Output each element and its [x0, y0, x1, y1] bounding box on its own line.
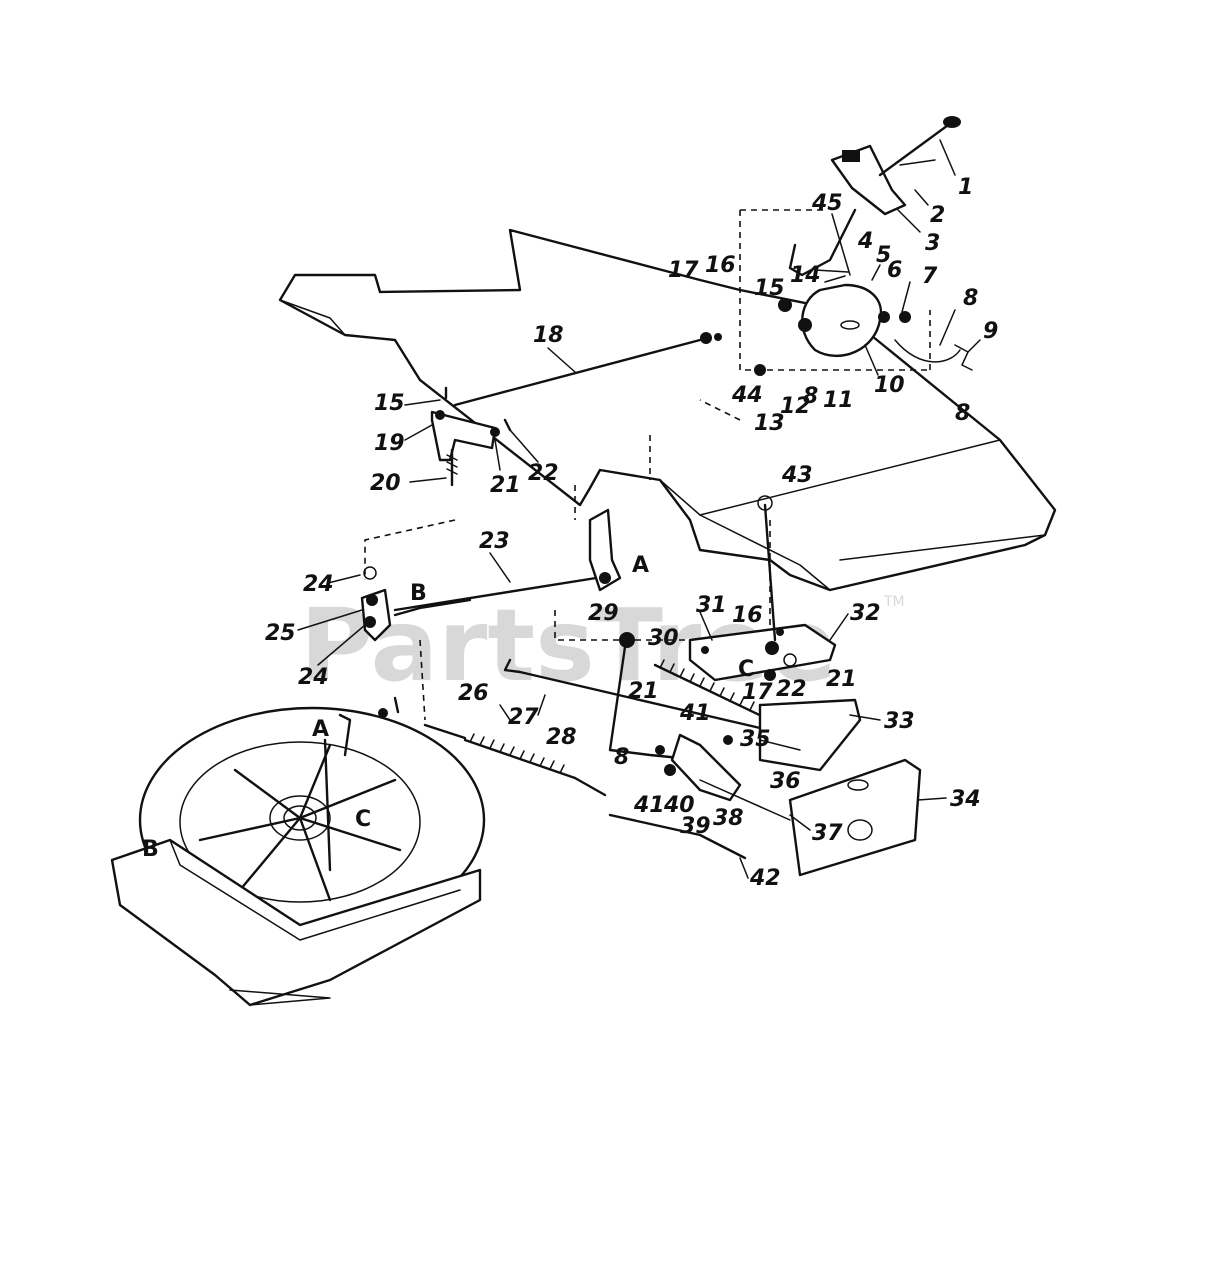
callout-8-mid: 8 [803, 384, 818, 409]
callout-3: 3 [925, 231, 940, 256]
callout-33: 33 [884, 709, 915, 734]
shift-assembly [754, 208, 973, 376]
rod-23 [360, 508, 622, 642]
callout-15-top: 15 [754, 276, 785, 301]
callout-28: 28 [546, 725, 577, 750]
callout-21-upper: 21 [490, 473, 521, 498]
callout-21-lower: 21 [628, 679, 659, 704]
callout-38: 38 [713, 806, 744, 831]
callout-10: 10 [874, 373, 905, 398]
callout-22-lower: 22 [776, 677, 807, 702]
callout-4: 4 [857, 229, 873, 254]
callout-26: 26 [458, 681, 489, 706]
callout-2: 2 [930, 203, 945, 228]
callout-17-top: 17 [668, 258, 699, 283]
letter-A-upper: A [632, 553, 649, 578]
callout-36: 36 [770, 769, 801, 794]
spring-30 [653, 659, 772, 722]
callout-41-upper: 41 [679, 701, 711, 726]
callout-11: 11 [823, 388, 854, 413]
rod-18 [453, 332, 722, 407]
callout-22-upper: 22 [528, 461, 559, 486]
callout-21-right: 21 [826, 667, 857, 692]
callout-45: 45 [811, 191, 843, 216]
callout-15-left: 15 [374, 391, 405, 416]
letter-C-upper: C [738, 657, 754, 682]
callout-labels: 1 2 3 45 4 5 14 6 7 17 16 15 8 9 18 44 1… [265, 175, 998, 891]
callout-32: 32 [850, 601, 881, 626]
callout-42: 42 [749, 866, 781, 891]
callout-16-top: 16 [705, 253, 736, 278]
reference-letters: A B C A B C [142, 553, 754, 862]
bracket-31-32 [688, 495, 837, 682]
callout-27: 27 [508, 705, 539, 730]
callout-23: 23 [479, 529, 510, 554]
callout-5: 5 [876, 243, 891, 268]
callout-19: 19 [374, 431, 405, 456]
plate-33-34 [758, 698, 922, 877]
callout-8-right-bottom: 8 [955, 401, 970, 426]
callout-14: 14 [790, 263, 821, 288]
spring-26 [423, 723, 747, 860]
callout-7: 7 [922, 264, 938, 289]
callout-8-lower: 8 [614, 745, 629, 770]
callout-44: 44 [731, 383, 763, 408]
letter-B-upper: B [410, 581, 427, 606]
deck-pulley-housing [110, 696, 486, 1007]
callout-43: 43 [781, 463, 813, 488]
bellcrank [430, 386, 512, 487]
callout-17-lower: 17 [742, 680, 773, 705]
callout-20: 20 [370, 471, 401, 496]
callout-34: 34 [950, 787, 981, 812]
callout-24-upper: 24 [303, 572, 334, 597]
callout-18: 18 [533, 323, 564, 348]
callout-12: 12 [780, 394, 811, 419]
callout-25: 25 [265, 621, 296, 646]
callout-13: 13 [754, 411, 785, 436]
shift-console [830, 116, 961, 216]
frame-plate [278, 228, 1057, 592]
callout-16-lower: 16 [732, 603, 763, 628]
callout-8-right-top: 8 [963, 286, 978, 311]
callout-9: 9 [983, 319, 998, 344]
letter-B-lower: B [142, 837, 159, 862]
leader-lines [297, 139, 981, 879]
callout-1: 1 [958, 175, 973, 200]
callout-30: 30 [648, 626, 679, 651]
callout-37: 37 [812, 821, 843, 846]
callout-24-lower: 24 [298, 665, 329, 690]
letter-A-lower: A [312, 717, 329, 742]
watermark-tm: TM [883, 594, 905, 610]
letter-C-lower: C [355, 807, 371, 832]
callout-35: 35 [740, 727, 771, 752]
callout-40: 40 [663, 793, 695, 818]
callout-41-lower: 41 [633, 793, 665, 818]
callout-6: 6 [887, 258, 902, 283]
idler-arm [655, 733, 801, 821]
callout-39: 39 [680, 814, 711, 839]
callout-29: 29 [588, 601, 619, 626]
